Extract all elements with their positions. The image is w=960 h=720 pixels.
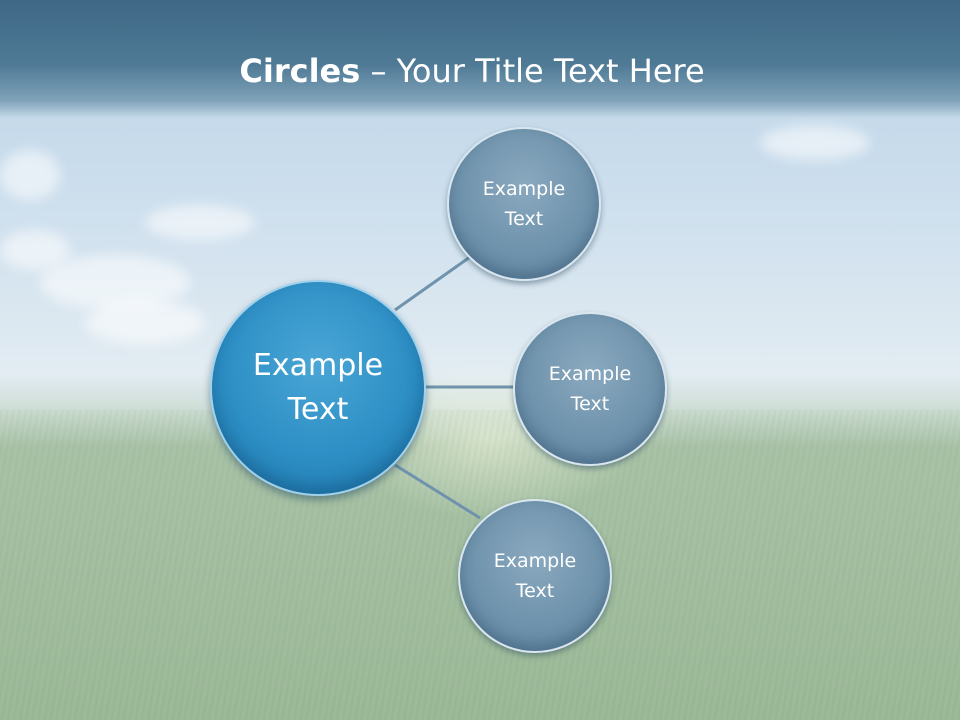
node-circle-bottom[interactable]: Example Text: [458, 499, 612, 653]
cloud-shape: [760, 125, 870, 160]
node-top-line1: Example: [482, 178, 566, 200]
center-circle-line1: Example: [252, 348, 384, 383]
node-middle-line2: Text: [570, 393, 610, 415]
title-rest: – Your Title Text Here: [360, 52, 705, 90]
node-bottom-line2: Text: [515, 580, 555, 602]
connector-bottom: [394, 463, 481, 520]
connector-top: [394, 255, 471, 312]
title-bold: Circles: [239, 52, 361, 90]
cloud-shape: [145, 205, 255, 240]
node-circle-top[interactable]: Example Text: [447, 127, 601, 281]
node-bottom-line1: Example: [493, 550, 577, 572]
page-title: Circles – Your Title Text Here: [0, 52, 944, 90]
cloud-shape: [0, 150, 60, 200]
node-circle-middle[interactable]: Example Text: [513, 312, 667, 466]
title-bar: [0, 0, 960, 118]
center-circle-line2: Text: [287, 392, 349, 427]
node-top-line2: Text: [504, 208, 544, 230]
center-circle[interactable]: Example Text: [210, 280, 426, 496]
node-middle-line1: Example: [548, 363, 632, 385]
cloud-shape: [85, 300, 205, 345]
cloud-shape: [0, 230, 70, 270]
